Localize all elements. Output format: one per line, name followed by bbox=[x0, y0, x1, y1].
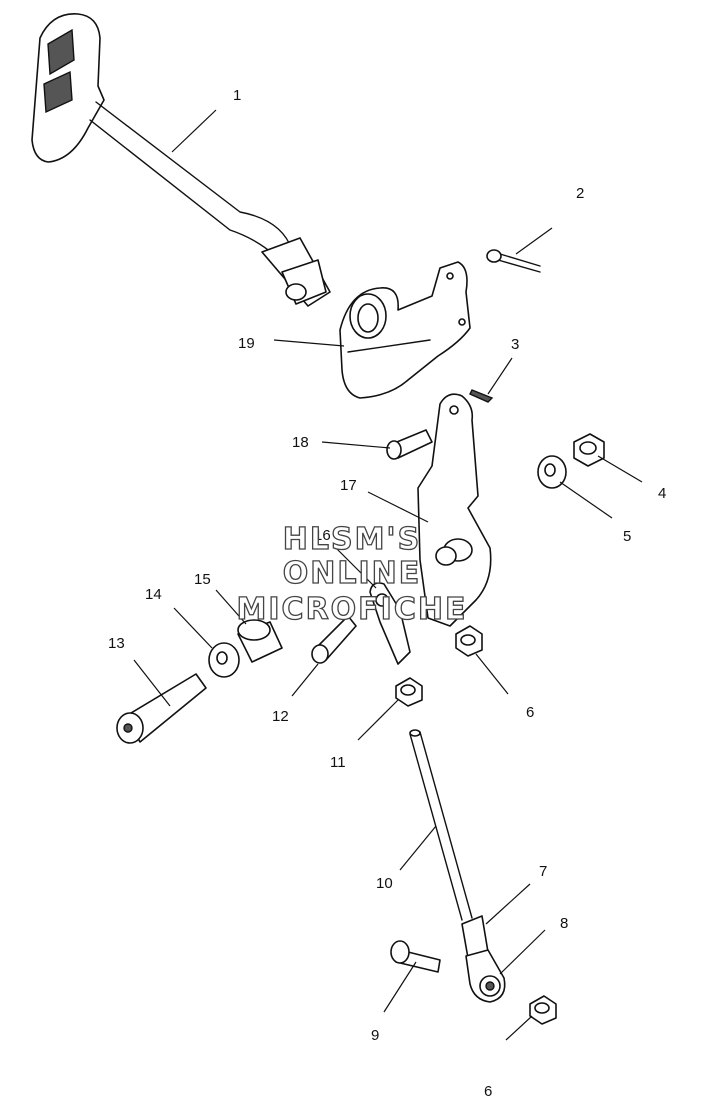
callout-4: 4 bbox=[658, 485, 666, 502]
part-6-nut-lower bbox=[529, 995, 557, 1025]
part-19-bracket bbox=[339, 261, 471, 399]
part-3-cotter-pin bbox=[469, 389, 494, 403]
part-2-pin bbox=[486, 249, 541, 273]
callout-5: 5 bbox=[623, 528, 631, 545]
callout-12: 12 bbox=[272, 708, 289, 725]
callout-8: 8 bbox=[560, 915, 568, 932]
part-14-washer bbox=[208, 642, 240, 678]
callout-6-lower: 6 bbox=[484, 1083, 492, 1100]
callout-14: 14 bbox=[145, 586, 162, 603]
part-6-nut-upper bbox=[455, 625, 483, 657]
part-18-clevis-pin bbox=[386, 429, 433, 460]
watermark-line-1: HLSM'S bbox=[283, 522, 421, 557]
leader-lines bbox=[133, 109, 643, 1041]
part-1-brake-pedal bbox=[31, 13, 331, 307]
callout-18: 18 bbox=[292, 434, 309, 451]
watermark-line-3: MICROFICHE bbox=[237, 592, 468, 627]
callout-10: 10 bbox=[376, 875, 393, 892]
part-12-bolt bbox=[311, 615, 357, 664]
callout-19: 19 bbox=[238, 335, 255, 352]
watermark: HLSM'S ONLINE MICROFICHE bbox=[236, 521, 468, 627]
callout-2: 2 bbox=[576, 185, 584, 202]
part-4-nut bbox=[573, 433, 605, 467]
callout-9: 9 bbox=[371, 1027, 379, 1044]
part-16-clevis bbox=[369, 582, 411, 665]
part-17-mounting-bracket bbox=[417, 393, 492, 627]
callout-1: 1 bbox=[233, 87, 241, 104]
callout-7: 7 bbox=[539, 863, 547, 880]
callout-17: 17 bbox=[340, 477, 357, 494]
part-11-nut bbox=[395, 677, 423, 707]
part-8-ball-joint bbox=[465, 949, 506, 1003]
callout-13: 13 bbox=[108, 635, 125, 652]
callout-15: 15 bbox=[194, 571, 211, 588]
part-13-bolt bbox=[116, 673, 207, 744]
watermark-line-2: ONLINE bbox=[283, 556, 422, 591]
callout-16: 16 bbox=[314, 527, 331, 544]
part-10-rod bbox=[409, 729, 473, 921]
part-9-bolt bbox=[390, 940, 441, 973]
callout-3: 3 bbox=[511, 336, 519, 353]
part-5-washer bbox=[537, 455, 567, 489]
callout-6-upper: 6 bbox=[526, 704, 534, 721]
callout-11: 11 bbox=[330, 754, 346, 771]
callout-labels: 1 2 3 4 5 6 7 8 9 10 11 12 13 14 15 16 1… bbox=[108, 87, 666, 1100]
part-15-bushing bbox=[237, 619, 283, 663]
